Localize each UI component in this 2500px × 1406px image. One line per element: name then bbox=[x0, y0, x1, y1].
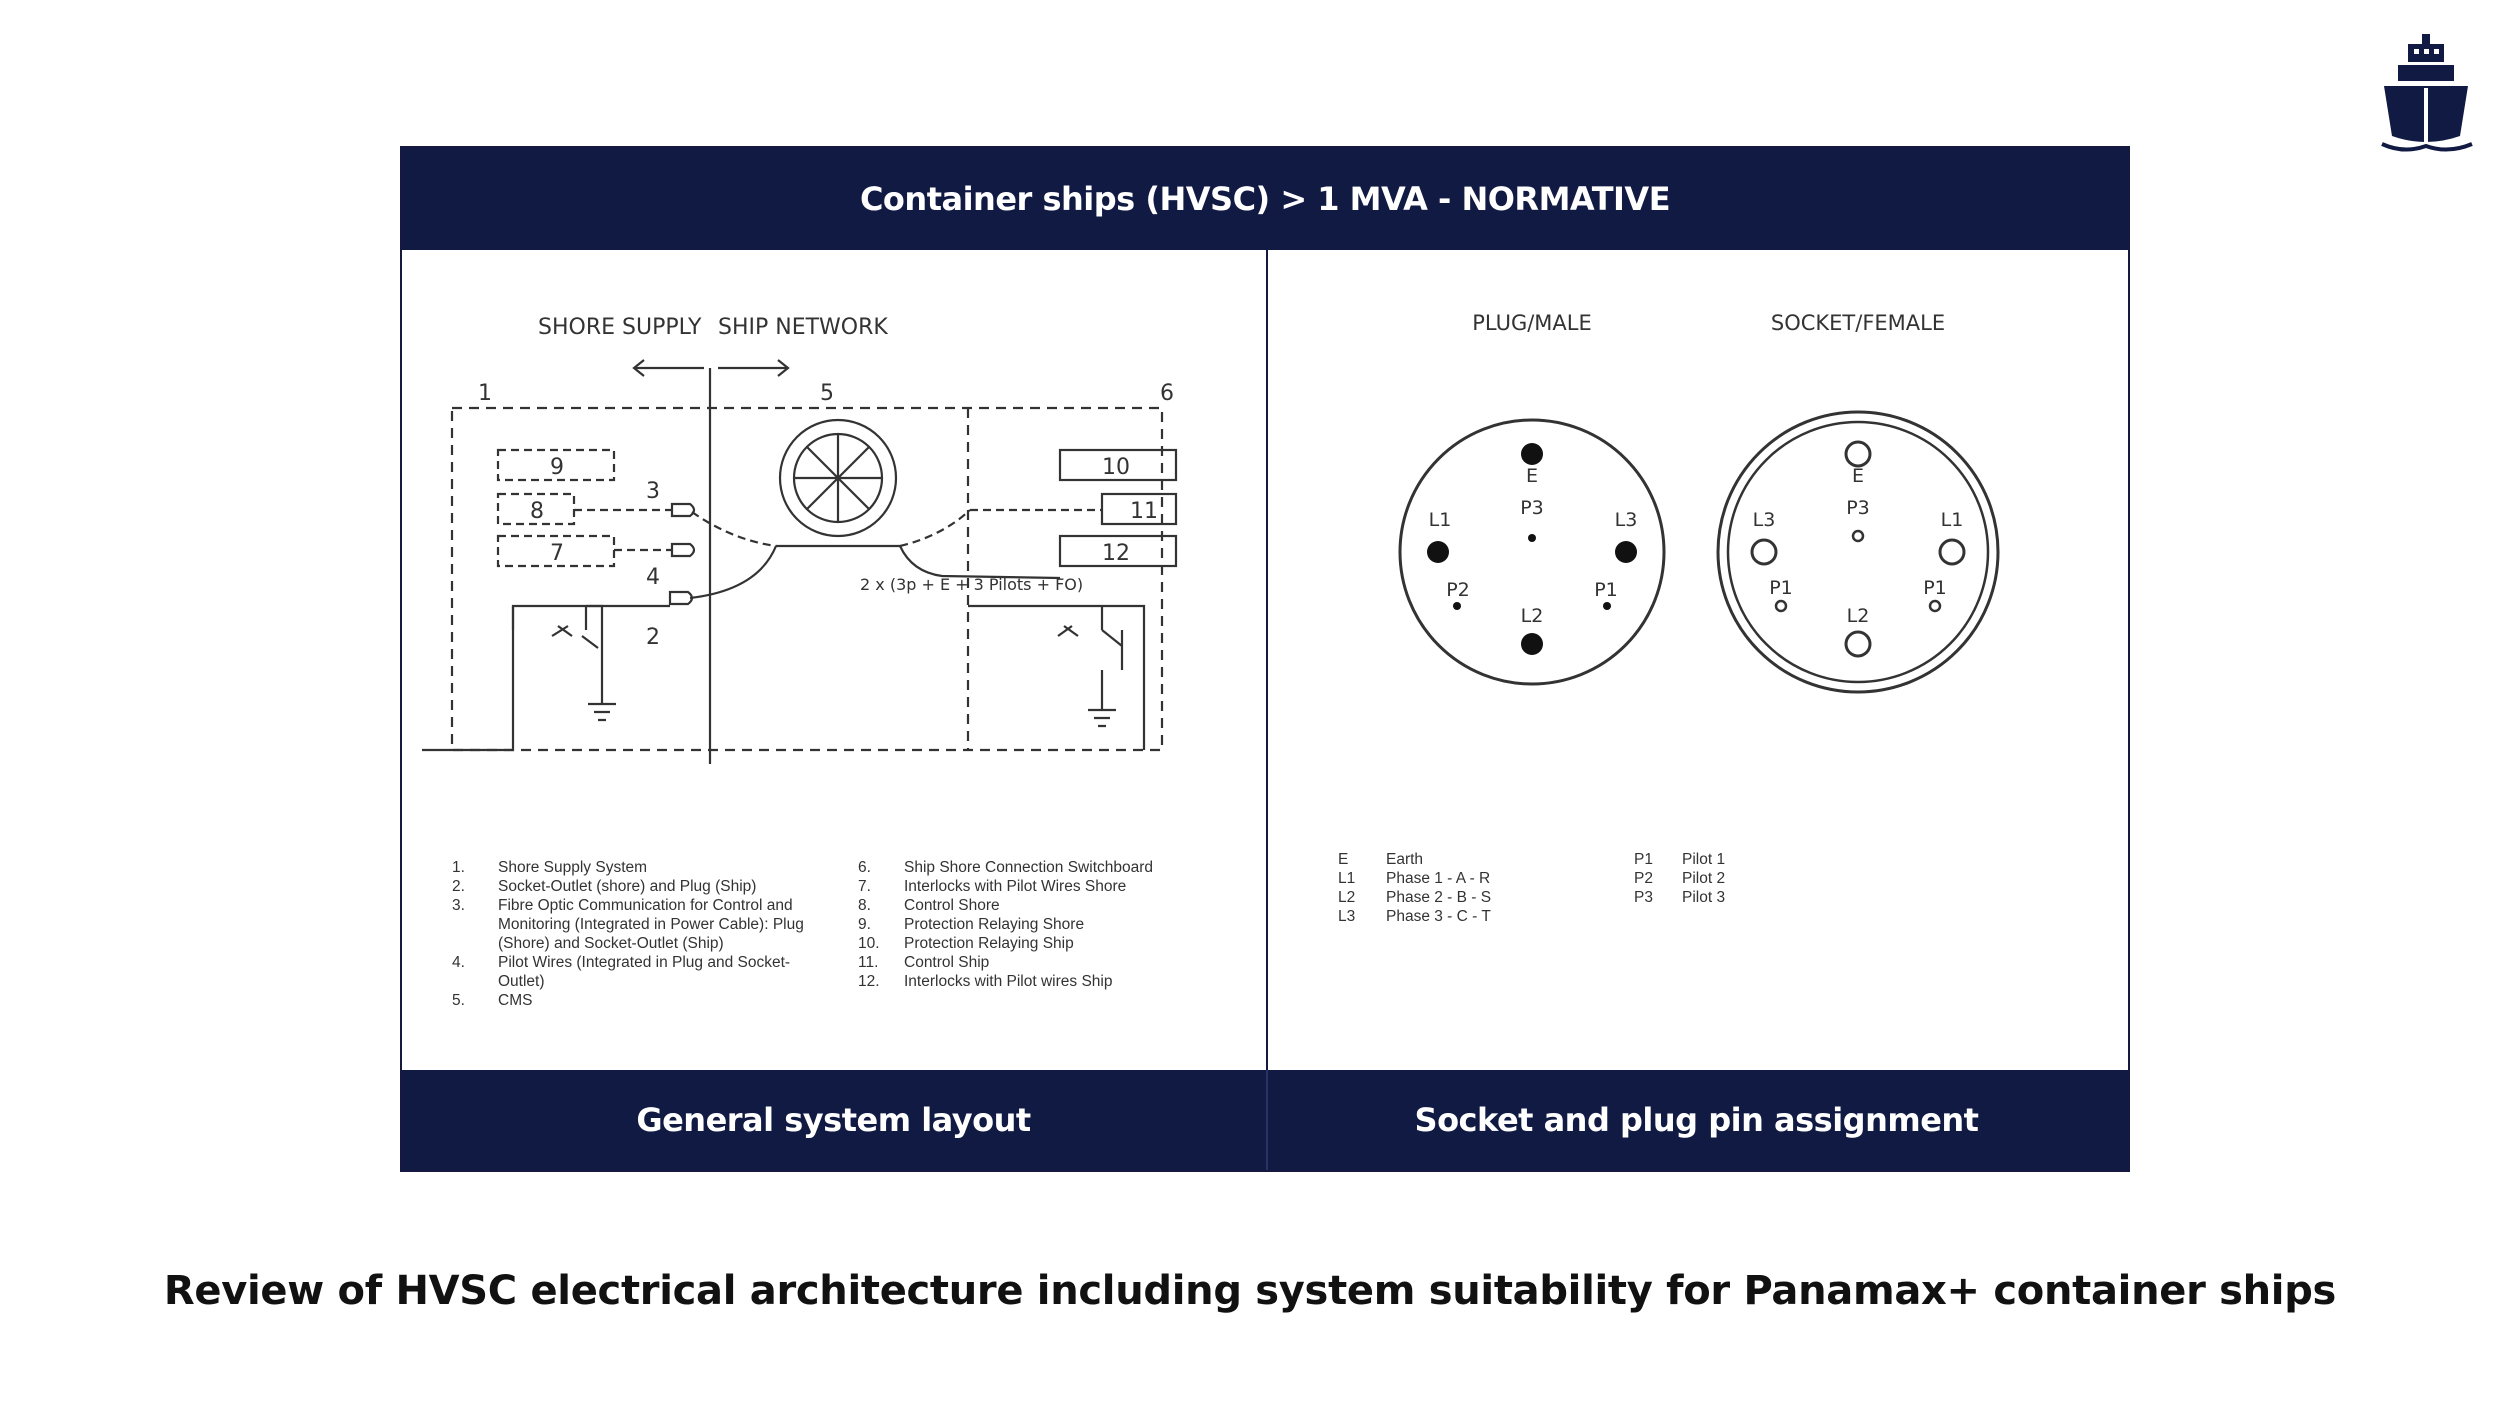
diagram-num-10: 10 bbox=[1102, 455, 1130, 480]
ship-logo-icon bbox=[2381, 34, 2473, 152]
svg-text:P3: P3 bbox=[1846, 497, 1870, 519]
legend-row: 5.CMS bbox=[452, 992, 533, 1009]
socket-title: SOCKET/FEMALE bbox=[1771, 311, 1945, 335]
pin-assignment-diagram: PLUG/MALE SOCKET/FEMALE E P3 L1 L3 P2 P1… bbox=[1398, 311, 2000, 694]
svg-text:P2: P2 bbox=[1446, 579, 1470, 601]
footer-right-label: Socket and plug pin assignment bbox=[1414, 1101, 1979, 1139]
legend-row: 2.Socket-Outlet (shore) and Plug (Ship) bbox=[452, 878, 757, 895]
svg-text:P1: P1 bbox=[1923, 577, 1947, 599]
legend-row: 1.Shore Supply System bbox=[452, 859, 648, 876]
legend-row: 6.Ship Shore Connection Switchboard bbox=[858, 859, 1154, 876]
panel-footer: General system layout Socket and plug pi… bbox=[402, 1070, 2128, 1170]
svg-text:E: E bbox=[1852, 465, 1864, 487]
diagram-num-12: 12 bbox=[1102, 541, 1130, 566]
svg-text:L3: L3 bbox=[1615, 509, 1638, 531]
svg-text:L1: L1 bbox=[1941, 509, 1964, 531]
svg-text:E: E bbox=[1526, 465, 1538, 487]
svg-text:L2: L2 bbox=[1521, 605, 1544, 627]
socket-face: E P3 L3 L1 P1 P1 L2 bbox=[1716, 410, 2000, 694]
panel-divider bbox=[1266, 250, 1268, 1070]
legend-row: 12.Interlocks with Pilot wires Ship bbox=[858, 973, 1113, 990]
cable-label: 2 x (3p + E + 3 Pilots + FO) bbox=[860, 575, 1083, 594]
plug-face: E P3 L1 L3 P2 P1 L2 bbox=[1398, 418, 1666, 686]
diagram-num-8: 8 bbox=[530, 499, 544, 524]
legend-row: 7.Interlocks with Pilot Wires Shore bbox=[858, 878, 1127, 895]
svg-text:L3: L3 bbox=[1753, 509, 1776, 531]
diagram-num-9: 9 bbox=[550, 455, 564, 480]
diagram-num-5: 5 bbox=[820, 381, 834, 406]
svg-text:P3: P3 bbox=[1520, 497, 1544, 519]
footer-left-label: General system layout bbox=[636, 1101, 1031, 1139]
ship-network-label: SHIP NETWORK bbox=[718, 315, 888, 340]
diagram-num-6: 6 bbox=[1160, 381, 1174, 406]
diagram-panel: Container ships (HVSC) > 1 MVA - NORMATI… bbox=[400, 146, 2130, 1172]
diagram-num-7: 7 bbox=[550, 541, 564, 566]
footer-divider bbox=[1266, 1070, 1268, 1170]
slide-caption: Review of HVSC electrical architecture i… bbox=[163, 1268, 2337, 1314]
legend-row: 8.Control Shore bbox=[858, 897, 1000, 914]
diagram-num-3: 3 bbox=[646, 479, 660, 504]
general-layout-diagram: SHORE SUPPLY SHIP NETWORK 2 x (3p + E + … bbox=[422, 315, 1178, 764]
svg-text:L2: L2 bbox=[1847, 605, 1870, 627]
diagram-num-1: 1 bbox=[478, 381, 492, 406]
diagram-num-2: 2 bbox=[646, 625, 660, 650]
legend-row: 3.Fibre Optic Communication for Control … bbox=[452, 897, 804, 952]
layout-legend-left: 1.Shore Supply System 2.Socket-Outlet (s… bbox=[452, 858, 818, 1010]
diagram-num-11: 11 bbox=[1130, 499, 1158, 524]
legend-row: 9.Protection Relaying Shore bbox=[858, 916, 1085, 933]
svg-text:L1: L1 bbox=[1429, 509, 1452, 531]
plug-title: PLUG/MALE bbox=[1472, 311, 1592, 335]
legend-row: 11.Control Ship bbox=[858, 954, 990, 971]
panel-title: Container ships (HVSC) > 1 MVA - NORMATI… bbox=[402, 148, 2128, 250]
svg-text:P1: P1 bbox=[1594, 579, 1618, 601]
legend-row: 10.Protection Relaying Ship bbox=[858, 935, 1074, 952]
diagram-num-4: 4 bbox=[646, 565, 660, 590]
shore-supply-label: SHORE SUPPLY bbox=[538, 315, 702, 340]
svg-text:P1: P1 bbox=[1769, 577, 1793, 599]
layout-legend-right: 6.Ship Shore Connection Switchboard 7.In… bbox=[858, 858, 1224, 991]
legend-row: 4.Pilot Wires (Integrated in Plug and So… bbox=[452, 954, 791, 990]
